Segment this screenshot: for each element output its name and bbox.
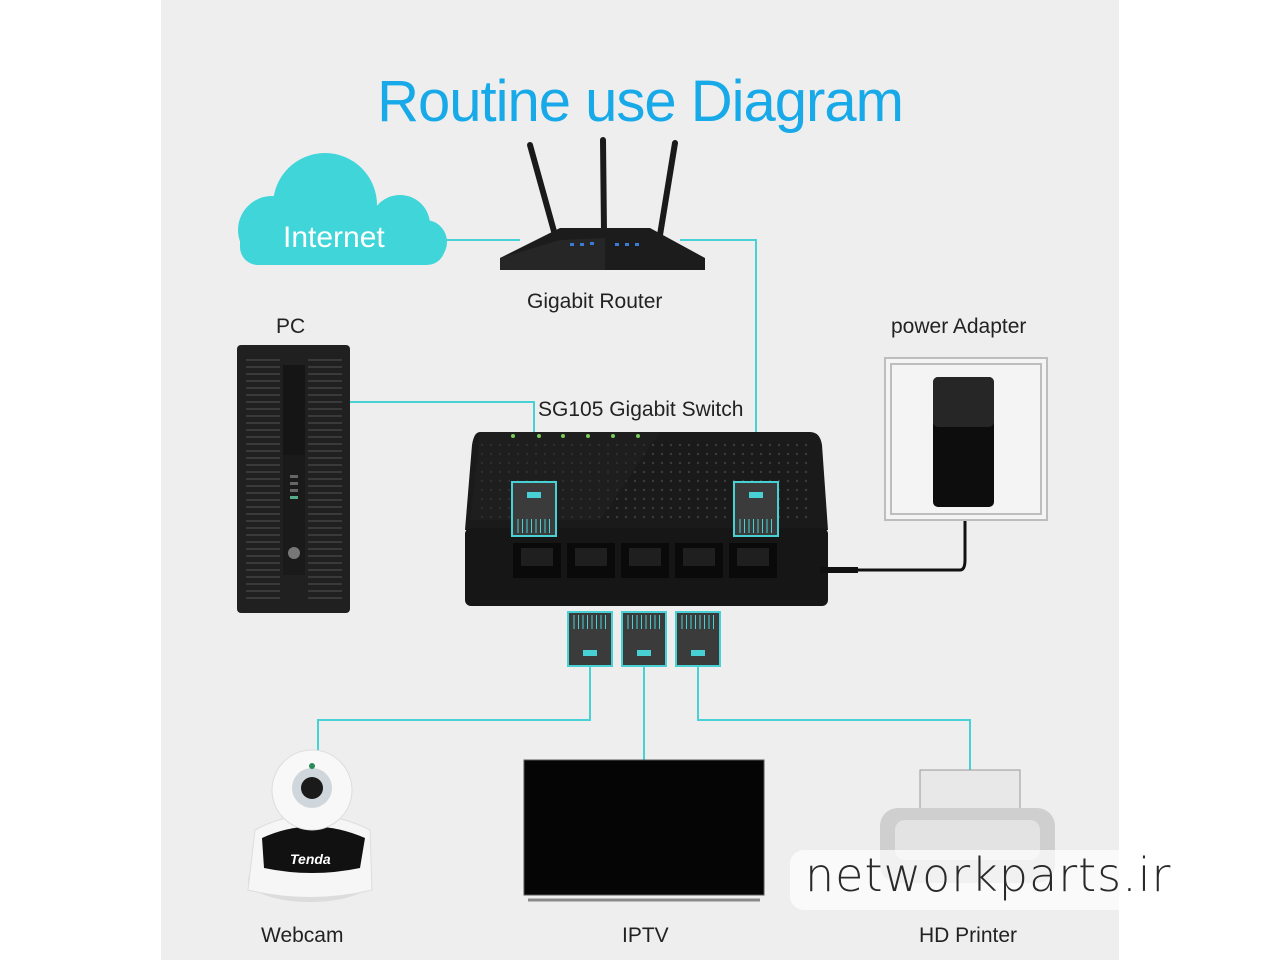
- switch-port: [567, 543, 615, 578]
- switch-port: [513, 543, 561, 578]
- power-adapter-label: power Adapter: [891, 315, 1027, 338]
- cloud-icon: [238, 153, 447, 265]
- tv-icon: [523, 759, 765, 902]
- switch-port: [729, 543, 777, 578]
- diagram-title: Routine use Diagram: [377, 69, 904, 134]
- watermark-background: [790, 850, 1210, 910]
- rj45-plug: [567, 611, 613, 667]
- rj45-plug: [733, 481, 779, 537]
- power-adapter-icon: [884, 357, 1048, 521]
- iptv-label: IPTV: [622, 924, 669, 947]
- pc-tower-icon: [237, 345, 350, 613]
- webcam-label: Webcam: [261, 924, 344, 947]
- printer-label: HD Printer: [919, 924, 1018, 947]
- webcam-brand: Tenda: [290, 851, 331, 867]
- router-icon: [500, 137, 705, 270]
- switch-label: SG105 Gigabit Switch: [538, 398, 744, 421]
- line-switch-printer: [697, 665, 971, 770]
- pc-label: PC: [276, 315, 306, 338]
- watermark-text: networkparts.ir: [805, 848, 1172, 902]
- line-switch-webcam: [317, 665, 591, 752]
- switch-port: [621, 543, 669, 578]
- router-label: Gigabit Router: [527, 290, 663, 313]
- switch-port: [675, 543, 723, 578]
- webcam-icon: [247, 749, 373, 902]
- rj45-plug: [675, 611, 721, 667]
- rj45-plug: [621, 611, 667, 667]
- internet-label: Internet: [283, 221, 385, 254]
- rj45-plugs: [511, 481, 779, 667]
- rj45-plug: [511, 481, 557, 537]
- line-router-switch: [680, 239, 757, 490]
